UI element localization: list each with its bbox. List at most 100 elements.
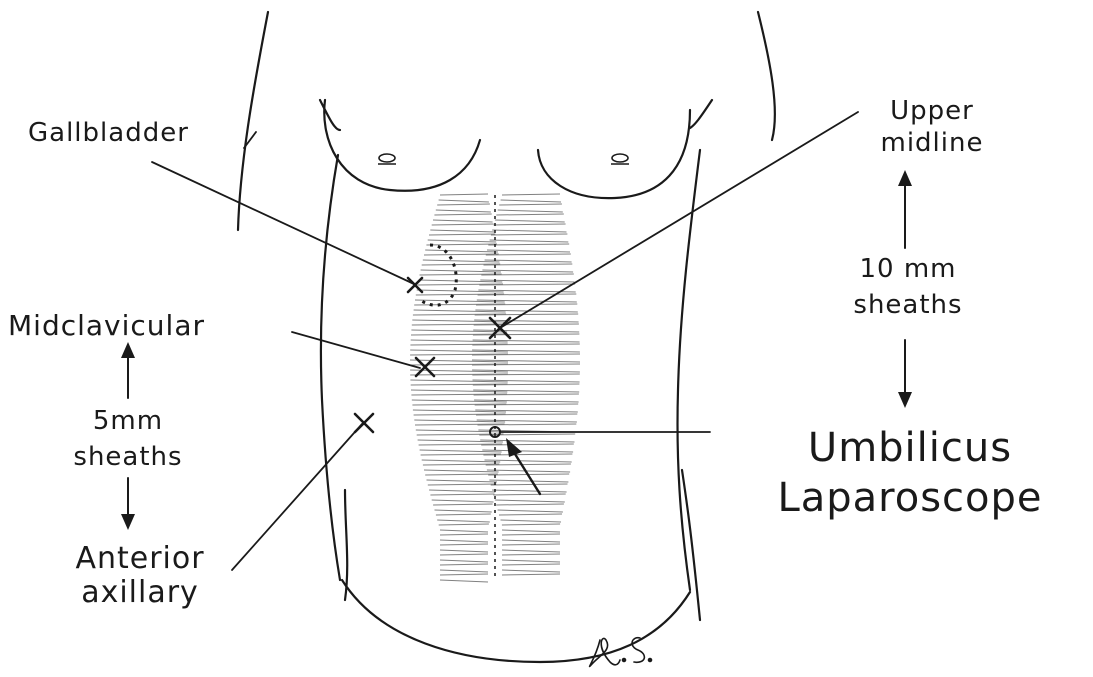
hatch-line-right: [502, 534, 560, 535]
hatch-line-left: [427, 480, 498, 482]
hatch-line-left: [437, 520, 490, 522]
label-five-mm-line1: 5mm: [58, 408, 198, 434]
hatch-line-left: [440, 580, 488, 582]
hatch-line-right: [491, 484, 568, 485]
ten-mm-arrow-up-head: [898, 170, 912, 186]
hatch-line-right: [499, 514, 562, 515]
ten-mm-arrow-down-head: [898, 392, 912, 408]
right-nipple: [612, 154, 628, 162]
hatch-line-right: [492, 230, 566, 232]
hatch-line-right: [502, 554, 560, 555]
right-breast-outline: [538, 110, 690, 198]
hatch-line-right: [502, 540, 560, 542]
hatch-line-left: [430, 230, 494, 232]
label-umbilicus: Umbilicus: [730, 428, 1090, 468]
hatch-line-right: [492, 490, 566, 492]
left-nipple: [379, 154, 395, 162]
label-midclavicular: Midclavicular: [8, 312, 205, 340]
hatch-line-right: [498, 510, 563, 512]
hatch-line-left: [435, 510, 492, 512]
hatch-line-left: [428, 484, 496, 485]
midclavicular-leader: [292, 332, 420, 368]
label-anterior-axillary-line2: axillary: [40, 578, 240, 608]
label-ten-mm-line2: sheaths: [828, 292, 988, 318]
hatch-line-right: [494, 224, 566, 225]
hatch-line-left: [433, 504, 493, 505]
hatch-line-right: [502, 570, 560, 572]
hatch-line-right: [499, 204, 562, 205]
label-umbilicus-laparoscope: Umbilicus Laparoscope: [730, 428, 1090, 518]
hatch-line-left: [440, 194, 488, 195]
hatch-line-left: [426, 244, 497, 245]
hatch-line-right: [487, 250, 570, 252]
label-upper-midline: Upper midline: [862, 98, 1002, 156]
hatch-line-left: [439, 524, 489, 525]
hatch-line-left: [437, 204, 490, 205]
upper-midline-leader: [500, 112, 858, 328]
hatch-line-left: [429, 234, 495, 235]
label-upper-midline-line1: Upper: [862, 98, 1002, 124]
hatch-line-right: [493, 494, 565, 495]
artist-signature: [590, 638, 652, 667]
hatch-line-left: [440, 574, 488, 575]
hatch-line-right: [502, 524, 560, 525]
hatch-line-left: [436, 210, 491, 212]
label-ten-mm-line1: 10 mm: [828, 256, 988, 282]
torso-right-outline: [758, 12, 775, 140]
torso-left-outline: [238, 12, 268, 230]
five-mm-arrow-up-head: [121, 342, 135, 358]
hatch-line-right: [502, 574, 560, 575]
hatch-line-right: [487, 470, 570, 472]
hatch-line-right: [496, 214, 564, 215]
hatch-line-right: [498, 210, 563, 212]
anterior-axillary-leader: [232, 424, 362, 570]
hatch-line-right: [491, 234, 568, 235]
hatch-line-right: [502, 544, 560, 545]
label-gallbladder: Gallbladder: [28, 120, 189, 146]
hatch-line-left: [429, 490, 495, 492]
hatch-line-left: [440, 544, 488, 545]
label-ten-mm-sheaths: 10 mm sheaths: [828, 256, 988, 318]
hatch-line-right: [502, 530, 560, 532]
hatch-line-left: [440, 540, 488, 542]
label-five-mm-sheaths: 5mm sheaths: [58, 408, 198, 470]
hatch-line-left: [434, 214, 491, 215]
hatch-line-left: [440, 554, 488, 555]
hatch-line-left: [440, 534, 488, 535]
hatch-line-right: [501, 520, 562, 522]
hatch-line-right: [502, 194, 560, 195]
hatch-line-left: [436, 514, 491, 515]
label-anterior-axillary: Anterior axillary: [40, 544, 240, 608]
gallbladder-leader: [152, 162, 414, 284]
hatch-line-left: [440, 560, 488, 562]
hatch-line-left: [425, 474, 498, 475]
hatch-line-left: [440, 570, 488, 572]
hatch-line-right: [495, 220, 565, 222]
hatch-line-right: [489, 480, 568, 482]
hatch-line-right: [501, 200, 561, 202]
label-upper-midline-line2: midline: [862, 130, 1002, 156]
hatch-line-left: [440, 550, 488, 552]
hatch-line-right: [502, 550, 560, 552]
label-anterior-axillary-line1: Anterior: [40, 544, 240, 574]
right-shoulder-line: [690, 100, 712, 128]
hatch-line-right: [496, 504, 564, 505]
hatch-line-left: [440, 530, 488, 532]
left-shoulder-line: [320, 100, 340, 130]
hatch-line-left: [432, 224, 494, 225]
hatch-line-right: [502, 560, 560, 562]
five-mm-arrow-down-head: [121, 514, 135, 530]
left-breast-outline: [324, 100, 480, 191]
hatch-line-right: [495, 500, 565, 502]
hatch-line-right: [490, 240, 569, 242]
hatch-line-left: [439, 200, 489, 202]
hatch-line-left: [428, 240, 497, 242]
left-flank-outline: [321, 155, 340, 580]
hatch-line-right: [488, 244, 569, 245]
hatch-line-right: [502, 564, 560, 565]
hatch-line-left: [430, 494, 494, 495]
label-laparoscope: Laparoscope: [730, 478, 1090, 518]
label-five-mm-line2: sheaths: [58, 444, 198, 470]
hatch-line-left: [432, 500, 494, 502]
